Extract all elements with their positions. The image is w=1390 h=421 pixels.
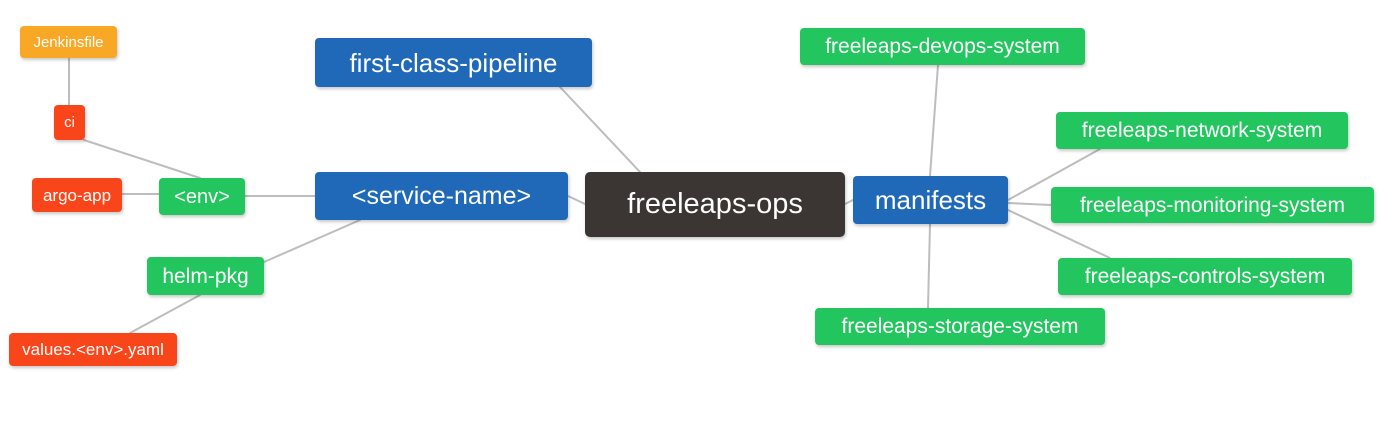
- node-label-freeleaps-storage-system: freeleaps-storage-system: [841, 315, 1079, 338]
- node-label-argo-app: argo-app: [42, 185, 112, 205]
- node-label-helm-pkg: helm-pkg: [162, 264, 249, 288]
- node-label-freeleaps-monitoring-system: freeleaps-monitoring-system: [1080, 193, 1345, 217]
- node-label-freeleaps-ops: freeleaps-ops: [627, 188, 803, 220]
- node-label-env: <env>: [174, 185, 230, 208]
- edge-env-to-ci: [83, 139, 201, 179]
- node-service-name[interactable]: <service-name>: [315, 172, 568, 220]
- node-freeleaps-controls-system[interactable]: freeleaps-controls-system: [1058, 258, 1352, 295]
- node-ci[interactable]: ci: [54, 105, 85, 140]
- edge-freeleaps-ops-to-manifests: [844, 199, 854, 205]
- node-label-ci: ci: [64, 114, 75, 131]
- node-label-service-name: <service-name>: [351, 181, 532, 210]
- node-label-values-env-yaml: values.<env>.yaml: [22, 340, 164, 359]
- edge-helm-pkg-to-values-env-yaml: [129, 294, 201, 334]
- edge-manifests-to-freeleaps-storage-system: [927, 223, 931, 309]
- edge-manifests-to-freeleaps-monitoring-system: [1007, 202, 1052, 206]
- node-manifests[interactable]: manifests: [853, 176, 1008, 224]
- node-argo-app[interactable]: argo-app: [32, 178, 122, 212]
- node-freeleaps-ops[interactable]: freeleaps-ops: [585, 172, 845, 237]
- edge-freeleaps-ops-to-service-name: [567, 195, 586, 205]
- node-freeleaps-storage-system[interactable]: freeleaps-storage-system: [815, 308, 1105, 345]
- node-jenkinsfile[interactable]: Jenkinsfile: [20, 26, 117, 58]
- node-label-manifests: manifests: [874, 185, 987, 215]
- node-label-freeleaps-controls-system: freeleaps-controls-system: [1084, 265, 1326, 288]
- node-label-jenkinsfile: Jenkinsfile: [33, 33, 104, 51]
- node-label-first-class-pipeline: first-class-pipeline: [349, 47, 558, 78]
- node-helm-pkg[interactable]: helm-pkg: [147, 257, 264, 295]
- edge-service-name-to-helm-pkg: [263, 219, 361, 263]
- node-freeleaps-network-system[interactable]: freeleaps-network-system: [1056, 112, 1348, 149]
- node-first-class-pipeline[interactable]: first-class-pipeline: [315, 38, 592, 87]
- node-label-freeleaps-network-system: freeleaps-network-system: [1081, 119, 1323, 142]
- node-values-env-yaml[interactable]: values.<env>.yaml: [9, 333, 177, 366]
- node-env[interactable]: <env>: [159, 178, 245, 215]
- node-label-freeleaps-devops-system: freeleaps-devops-system: [825, 35, 1060, 58]
- node-freeleaps-monitoring-system[interactable]: freeleaps-monitoring-system: [1051, 187, 1374, 223]
- edge-manifests-to-freeleaps-devops-system: [929, 64, 939, 177]
- node-freeleaps-devops-system[interactable]: freeleaps-devops-system: [800, 28, 1085, 65]
- edge-freeleaps-ops-to-first-class-pipeline: [559, 86, 641, 173]
